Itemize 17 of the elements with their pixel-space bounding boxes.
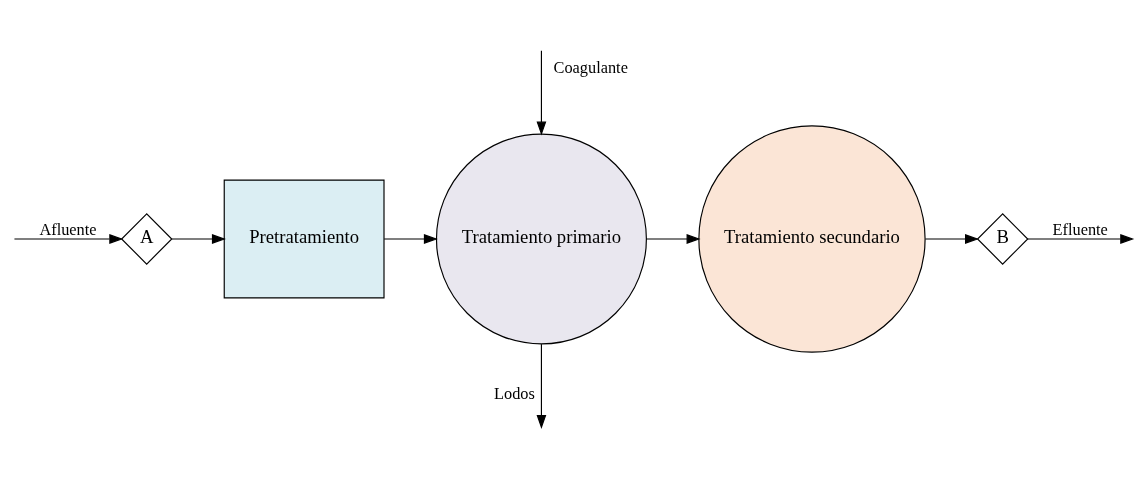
edge-label: Afluente (39, 219, 97, 239)
node-diamond: B (976, 212, 1029, 265)
node-diamond: A (120, 212, 173, 265)
arrow (536, 49, 547, 136)
arrow (536, 343, 547, 429)
edge-label: Coagulante (553, 57, 628, 77)
arrow (13, 233, 124, 244)
edge-label: Efluente (1052, 219, 1108, 239)
arrow (1027, 233, 1135, 244)
node-circle: Tratamiento primario (435, 132, 647, 345)
arrow (171, 233, 226, 244)
arrow (924, 233, 979, 244)
arrow (646, 233, 701, 244)
arrow (383, 233, 438, 244)
node-box: Pretratamiento (223, 179, 385, 298)
edge-label: Lodos (494, 383, 535, 403)
node-circle: Tratamiento secundario (698, 124, 926, 353)
